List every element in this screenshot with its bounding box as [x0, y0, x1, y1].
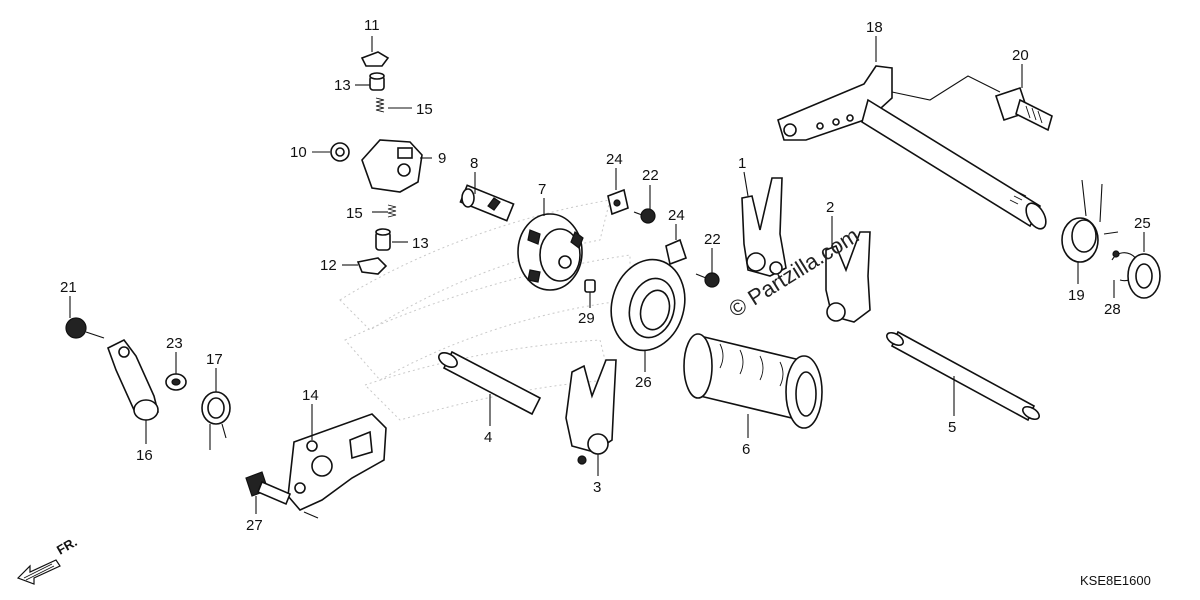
callout-29: 29 [578, 310, 595, 327]
callout-26: 26 [635, 374, 652, 391]
part-9-stopper-arm [361, 139, 423, 193]
part-13-pin-top [369, 72, 385, 91]
part-19-return-spring [1061, 179, 1119, 263]
callout-8: 8 [470, 155, 478, 172]
part-21-bolt [65, 317, 105, 339]
callout-16: 16 [136, 447, 153, 464]
part-10-nut [330, 142, 350, 162]
diagram-reference-code: KSE8E1600 [1080, 573, 1151, 588]
callout-6: 6 [742, 441, 750, 458]
callout-19: 19 [1068, 287, 1085, 304]
callout-14: 14 [302, 387, 319, 404]
part-18-gearshift-spindle [777, 65, 1047, 230]
callout-2: 2 [826, 199, 834, 216]
callout-1: 1 [738, 155, 746, 172]
part-15-spring-top [375, 97, 385, 113]
part-22-bolt-top [633, 208, 656, 224]
part-16-shift-arm [107, 338, 159, 421]
part-14-stopper-plate [287, 413, 387, 511]
part-15-spring-bottom [387, 204, 397, 218]
callout-12: 12 [320, 257, 337, 274]
part-24-plate-top [607, 188, 629, 216]
part-27-bolt [245, 471, 292, 506]
part-4-fork-shaft [438, 350, 542, 416]
callout-22-bottom: 22 [704, 231, 721, 248]
callout-7: 7 [538, 181, 546, 198]
part-20-bolt [994, 86, 1053, 132]
callout-10: 10 [290, 144, 307, 161]
callout-15-bottom: 15 [346, 205, 363, 222]
part-17-spring [201, 391, 231, 450]
callout-11: 11 [364, 17, 380, 34]
callout-24-bottom: 24 [668, 207, 685, 224]
part-2-shift-fork [825, 231, 871, 323]
part-3-shift-fork [565, 359, 617, 465]
callout-27: 27 [246, 517, 263, 534]
part-13-pin-bottom [375, 228, 391, 251]
part-22-bolt-bottom [695, 272, 720, 288]
part-29-pin [584, 279, 596, 293]
callout-9: 9 [438, 150, 446, 167]
part-26-bearing [610, 258, 686, 352]
callout-5: 5 [948, 419, 956, 436]
callout-18: 18 [866, 19, 883, 36]
callout-23: 23 [166, 335, 183, 352]
callout-17: 17 [206, 351, 223, 368]
part-1-shift-fork [741, 177, 787, 277]
callout-3: 3 [593, 479, 601, 496]
callout-21: 21 [60, 279, 77, 296]
callout-4: 4 [484, 429, 492, 446]
part-5-fork-shaft [886, 330, 1040, 422]
callout-25: 25 [1134, 215, 1151, 232]
callout-28: 28 [1104, 301, 1121, 318]
callout-13-bottom: 13 [412, 235, 429, 252]
part-11-cap [360, 51, 390, 67]
front-direction-arrow-icon [16, 559, 61, 585]
part-7-shift-drum-cam [517, 213, 584, 291]
callout-22-top: 22 [642, 167, 659, 184]
callout-15-top: 15 [416, 101, 433, 118]
part-12-cap [356, 257, 388, 275]
part-23-washer [165, 373, 187, 391]
part-24-plate-bottom [665, 238, 688, 266]
part-25-washer [1127, 253, 1161, 299]
callout-20: 20 [1012, 47, 1029, 64]
part-8-shaft [459, 184, 515, 222]
callout-13-top: 13 [334, 77, 351, 94]
callout-24-top: 24 [606, 151, 623, 168]
part-6-shift-drum [683, 333, 823, 429]
direction-label: FR. [54, 534, 80, 557]
